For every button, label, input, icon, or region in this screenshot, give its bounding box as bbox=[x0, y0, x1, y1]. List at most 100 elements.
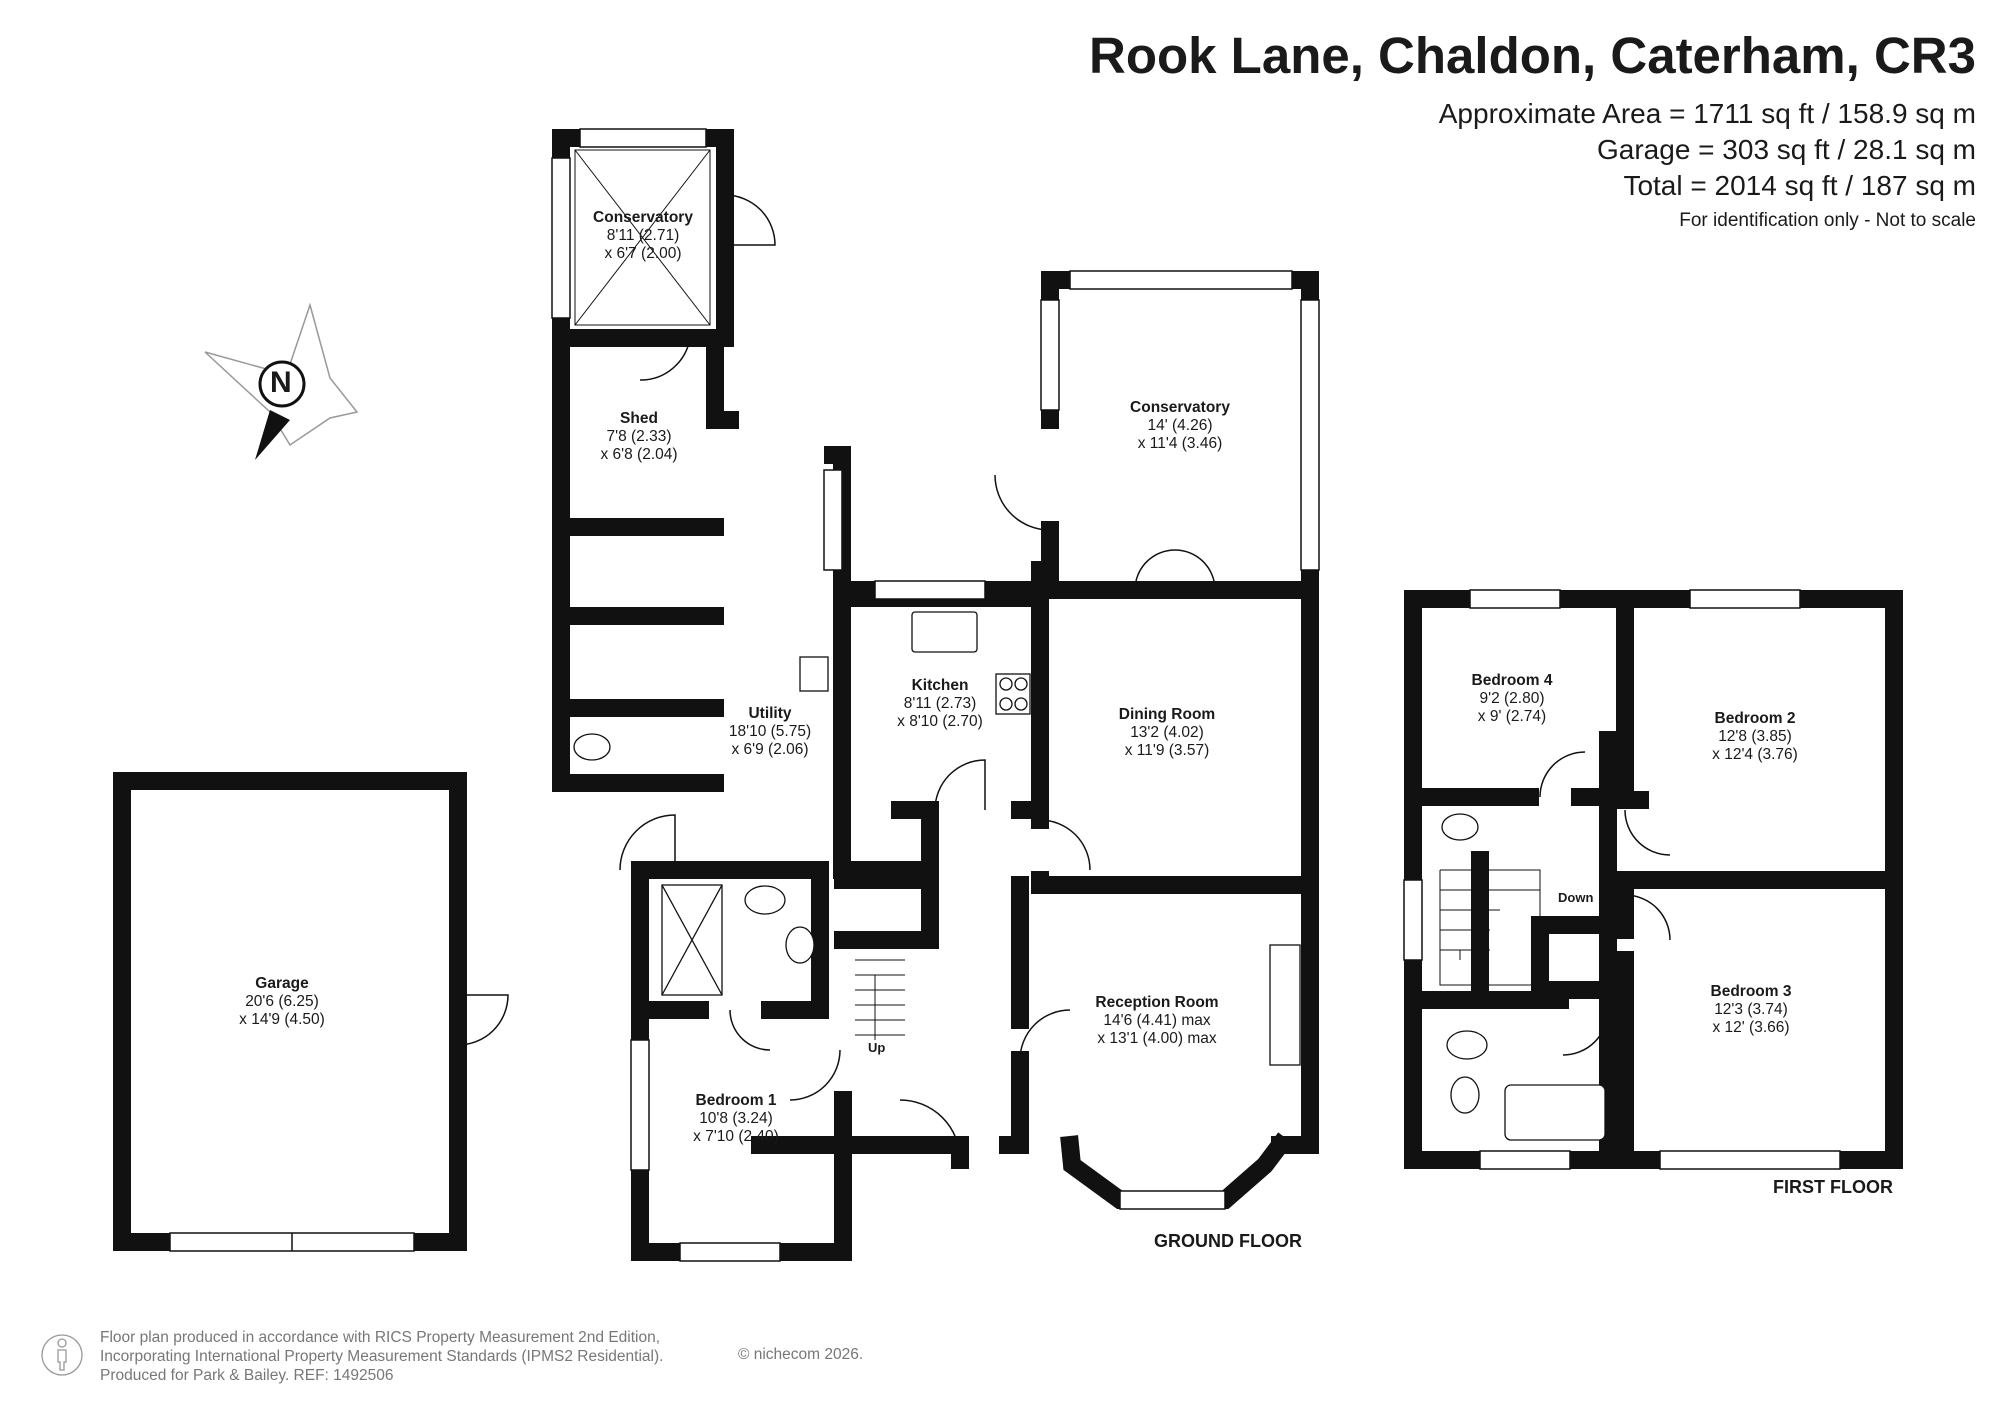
utility-walls bbox=[706, 411, 851, 879]
person-circle bbox=[41, 1334, 83, 1376]
hob-ring-4 bbox=[1014, 697, 1028, 711]
footer-line-2: Incorporating International Property Mea… bbox=[100, 1348, 664, 1365]
room-dim: x 12' (3.66) bbox=[1712, 1019, 1790, 1036]
roof-glazing bbox=[574, 149, 711, 326]
room-dim: x 7'10 (2.40) bbox=[693, 1128, 779, 1145]
copyright: © nichecom 2026. bbox=[738, 1346, 864, 1363]
kitchen-window bbox=[874, 580, 986, 600]
bedroom1-window-left bbox=[630, 1039, 650, 1171]
fireplace bbox=[1269, 944, 1301, 1066]
disclaimer-note: For identification only - Not to scale bbox=[1679, 210, 1976, 231]
front-door bbox=[899, 1099, 961, 1161]
room-dim: 12'3 (3.74) bbox=[1714, 1001, 1788, 1018]
bathroom-window bbox=[1479, 1150, 1571, 1170]
bedroom3-door bbox=[1624, 894, 1671, 941]
footer-line-3: Produced for Park & Bailey. REF: 1492506 bbox=[100, 1367, 394, 1384]
bathroom-wc bbox=[785, 926, 815, 964]
room-conservatory-large: Conservatory 14' (4.26) x 11'4 (3.46) bbox=[1130, 399, 1230, 453]
room-dim: 8'11 (2.73) bbox=[903, 695, 977, 712]
room-name: Bedroom 1 bbox=[695, 1092, 777, 1109]
bathroom-walls bbox=[631, 861, 829, 1019]
room-name: Utility bbox=[748, 705, 792, 722]
stair-walls bbox=[834, 871, 939, 949]
shed-wc bbox=[573, 733, 611, 761]
bedroom4-window bbox=[1469, 589, 1561, 609]
compass-rose bbox=[204, 302, 359, 447]
room-name: Reception Room bbox=[1095, 994, 1219, 1011]
room-name: Dining Room bbox=[1118, 706, 1216, 723]
page-title: Rook Lane, Chaldon, Caterham, CR3 bbox=[1089, 27, 1976, 84]
room-dim: 10'8 (3.24) bbox=[699, 1110, 773, 1127]
person-icon bbox=[41, 1334, 83, 1376]
room-name: Bedroom 3 bbox=[1710, 983, 1792, 1000]
compass-needle bbox=[255, 410, 290, 460]
roof-line-2 bbox=[574, 149, 711, 326]
room-bedroom1: Bedroom 1 10'8 (3.24) x 7'10 (2.40) bbox=[693, 1092, 779, 1146]
room-dim: 12'8 (3.85) bbox=[1718, 728, 1792, 745]
stairs-first bbox=[1439, 869, 1541, 986]
room-dim: 14' (4.26) bbox=[1147, 417, 1213, 434]
room-dim: x 11'4 (3.46) bbox=[1137, 435, 1223, 452]
shed-block-walls bbox=[552, 329, 724, 792]
room-dim: 13'2 (4.02) bbox=[1130, 724, 1204, 741]
room-reception: Reception Room 14'6 (4.41) max x 13'1 (4… bbox=[1095, 994, 1218, 1048]
utility-sink bbox=[799, 656, 829, 692]
roof-lantern bbox=[574, 149, 711, 326]
room-name: Conservatory bbox=[593, 209, 693, 226]
room-name: Bedroom 4 bbox=[1471, 672, 1553, 689]
hob-ring-3 bbox=[999, 697, 1013, 711]
bedroom1-walls bbox=[751, 1091, 852, 1154]
room-dim: 20'6 (6.25) bbox=[245, 993, 319, 1010]
compass-label: N bbox=[270, 366, 292, 399]
compass bbox=[204, 302, 359, 460]
reception-door bbox=[1019, 1009, 1071, 1061]
fixtures bbox=[573, 611, 1606, 1141]
room-dim: x 12'4 (3.76) bbox=[1712, 746, 1798, 763]
room-dim: 7'8 (2.33) bbox=[606, 428, 672, 445]
bathroom-door bbox=[729, 1009, 771, 1051]
kitchen-door bbox=[934, 759, 986, 811]
room-dim: x 8'10 (2.70) bbox=[897, 713, 983, 730]
utility-door bbox=[619, 814, 676, 871]
stairs bbox=[855, 869, 1541, 1040]
room-utility: Utility 18'10 (5.75) x 6'9 (2.06) bbox=[729, 705, 811, 759]
room-dim: 14'6 (4.41) max bbox=[1103, 1012, 1211, 1029]
room-conservatory-small: Conservatory 8'11 (2.71) x 6'7 (2.00) bbox=[593, 209, 693, 263]
room-dim: x 11'9 (3.57) bbox=[1124, 742, 1210, 759]
room-dim: x 6'7 (2.00) bbox=[604, 245, 682, 262]
landing-window bbox=[1403, 879, 1423, 961]
garage-door bbox=[457, 994, 509, 1046]
person-head bbox=[57, 1338, 67, 1348]
ff-bath bbox=[1504, 1084, 1606, 1141]
room-dim: 18'10 (5.75) bbox=[728, 723, 812, 740]
room-dining: Dining Room 13'2 (4.02) x 11'9 (3.57) bbox=[1119, 706, 1215, 760]
shed-door bbox=[639, 337, 691, 381]
hob-ring-1 bbox=[999, 677, 1013, 691]
bedroom4-door bbox=[1539, 751, 1586, 798]
compass-circle bbox=[258, 360, 306, 408]
stairs-ground bbox=[855, 959, 905, 1040]
bathroom-ff-door bbox=[1562, 1009, 1609, 1056]
footer: Floor plan produced in accordance with R… bbox=[100, 1328, 663, 1385]
hall-walls bbox=[833, 801, 939, 879]
room-name: Conservatory bbox=[1130, 399, 1230, 416]
bedroom1-door bbox=[789, 1049, 841, 1101]
room-dim: x 13'1 (4.00) max bbox=[1097, 1030, 1217, 1047]
ff-basin bbox=[1446, 1030, 1488, 1060]
stairs-down-label: Down bbox=[1558, 890, 1594, 905]
conservatory-small-door bbox=[724, 194, 776, 246]
room-bedroom3: Bedroom 3 12'3 (3.74) x 12' (3.66) bbox=[1711, 983, 1792, 1037]
total-area: Total = 2014 sq ft / 187 sq m bbox=[1623, 170, 1976, 201]
conservatory-large-window-top bbox=[1069, 270, 1293, 290]
ground-floor-label: GROUND FLOOR bbox=[1154, 1231, 1302, 1251]
room-dim: x 6'8 (2.04) bbox=[600, 446, 678, 463]
bedroom2-window bbox=[1689, 589, 1801, 609]
bedroom3-window bbox=[1659, 1150, 1841, 1170]
room-shed: Shed 7'8 (2.33) x 6'8 (2.04) bbox=[600, 410, 677, 464]
conservatory-large-window-left bbox=[1040, 299, 1060, 411]
room-name: Shed bbox=[620, 410, 658, 427]
room-dim: x 14'9 (4.50) bbox=[239, 1011, 325, 1028]
room-kitchen: Kitchen 8'11 (2.73) x 8'10 (2.70) bbox=[897, 677, 983, 731]
conservatory-small-window-left bbox=[551, 157, 571, 319]
doors bbox=[457, 194, 1671, 1161]
